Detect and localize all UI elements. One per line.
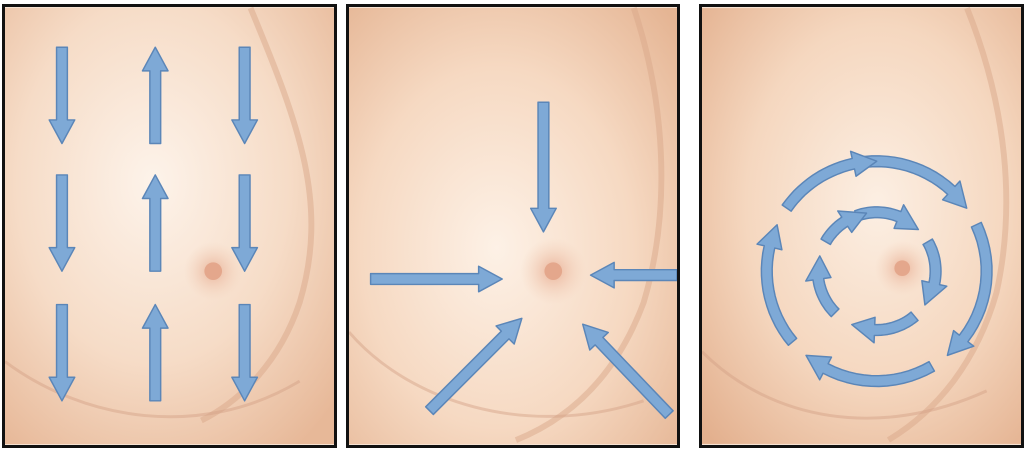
radial-wedge-illustration <box>349 7 677 445</box>
concentric-circle-panel <box>699 4 1024 448</box>
nipple <box>894 260 910 276</box>
radial-wedge-panel <box>346 4 680 448</box>
nipple <box>544 262 562 280</box>
nipple <box>204 262 222 280</box>
vertical-strip-illustration <box>5 7 334 445</box>
concentric-circle-illustration <box>702 7 1021 445</box>
vertical-strip-panel <box>2 4 337 448</box>
